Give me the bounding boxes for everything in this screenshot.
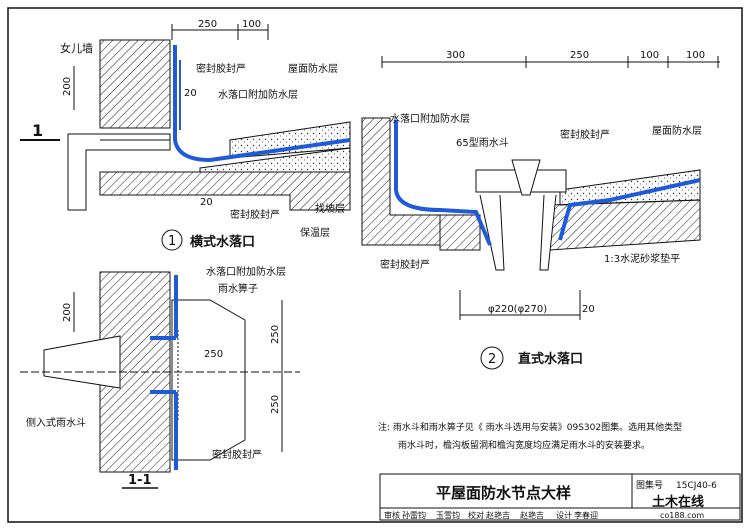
d1-dim-100: 100 [242, 19, 261, 30]
label-insulation: 保温层 [300, 226, 330, 239]
section-mark-1: 1 [32, 121, 43, 140]
d2-wall [361, 117, 441, 246]
parapet-wall [99, 39, 171, 129]
title-block: 平屋面防水节点大样 图集号 15CJ40-6 审核 孙雷钧 玉雪钧 校对 赵艳吉… [379, 473, 741, 521]
watermark-title: 土木在线 [652, 494, 704, 510]
watermark-url: co188.com [660, 511, 704, 520]
label-roof-wp-a: 屋面防水层 [288, 62, 338, 75]
detail-1: 1 250 100 200 20 20 女儿墙 密封胶封严 屋面防水层 水落口附… [20, 19, 351, 251]
d1-caption-num: 1 [168, 234, 176, 249]
d2-caption-title: 直式水落口 [518, 351, 583, 367]
label-slope: 找坡层 [315, 202, 345, 215]
insulation-layer [229, 121, 351, 159]
reviewer-role: 审核 [384, 510, 400, 520]
label-grate: 雨水箅子 [218, 282, 258, 295]
s-dim-250a: 250 [270, 325, 281, 344]
atlas-no: 15CJ40-6 [676, 481, 717, 491]
d1-dim-20b: 20 [200, 197, 213, 208]
signature-2: 赵艳吉 [520, 510, 544, 520]
d1-dim-250: 250 [198, 19, 217, 30]
membrane-d1 [173, 45, 351, 163]
s-dim-250b: 250 [270, 395, 281, 414]
label-sealant-b: 密封胶封严 [230, 208, 280, 221]
slope-layer [199, 147, 351, 173]
label-sealant-e: 密封胶封严 [212, 448, 262, 461]
atlas-label: 图集号 [636, 479, 663, 491]
checker-role: 校对 [468, 510, 484, 520]
d1-caption-circle [161, 229, 183, 251]
label-sealant-d: 密封胶封严 [380, 258, 430, 271]
horizontal-pipe [67, 133, 171, 211]
note-line-1: 注: 雨水斗和雨水箅子见《 雨水斗选用与安装》09S302图集。选用其他类型 [378, 421, 682, 433]
label-drain-65: 65型雨水斗 [456, 136, 509, 149]
drawing-title: 平屋面防水节点大样 [436, 484, 571, 502]
side-drain-funnel [43, 335, 121, 389]
reviewer-name: 孙雷钧 [402, 510, 426, 520]
label-parapet: 女儿墙 [60, 41, 93, 55]
detail-2: 300 250 100 100 φ220(φ270) 20 水落口附加防水层 6… [361, 50, 720, 370]
designer-role: 设计 [556, 510, 572, 520]
label-outlet-extra-a: 水落口附加防水层 [218, 88, 298, 101]
drain-cap [511, 159, 541, 196]
sheet-border [7, 7, 743, 523]
d2-dim-100b: 100 [686, 50, 705, 61]
checker-name: 赵艳吉 [486, 510, 510, 520]
d2-slab [549, 199, 701, 251]
section-1-1: 200 250 250 250 水落口附加防水层 雨水箅子 侧入式雨水斗 密封胶… [20, 265, 300, 489]
label-sealant-c: 密封胶封严 [560, 128, 610, 141]
note-line-2: 雨水斗时，檐沟板留洞和檐沟宽度均应满足雨水斗的安装要求。 [398, 439, 650, 451]
d1-dim-20a: 20 [184, 88, 197, 99]
label-mortar: 1:3水泥砂浆垫平 [604, 252, 680, 265]
label-outlet-extra-b: 水落口附加防水层 [390, 112, 470, 125]
d2-dim-300: 300 [446, 50, 465, 61]
membrane-d2-left [394, 120, 492, 246]
d2-dim-250: 250 [570, 50, 589, 61]
roof-slab [99, 171, 351, 211]
label-roof-wp-b: 屋面防水层 [652, 124, 702, 137]
s-dim-250c: 250 [204, 349, 223, 360]
d2-dim-20: 20 [582, 304, 595, 315]
membrane-d2-right [558, 178, 701, 241]
label-outlet-extra-c: 水落口附加防水层 [206, 265, 286, 278]
d2-caption-circle [480, 346, 504, 370]
s-dim-200: 200 [62, 303, 73, 322]
label-sealant-a: 密封胶封严 [196, 62, 246, 75]
d2-dim-phi: φ220(φ270) [488, 304, 547, 315]
signature-1: 玉雪钧 [436, 510, 460, 520]
d1-caption-title: 横式水落口 [190, 234, 255, 250]
label-side-drain: 侧入式雨水斗 [26, 416, 86, 429]
d2-dim-100a: 100 [640, 50, 659, 61]
grate-box [171, 299, 246, 461]
d2-caption-num: 2 [488, 352, 496, 367]
section-title: 1-1 [128, 473, 152, 488]
d1-dim-200: 200 [62, 77, 73, 96]
designer-name: 李春迎 [574, 510, 598, 520]
